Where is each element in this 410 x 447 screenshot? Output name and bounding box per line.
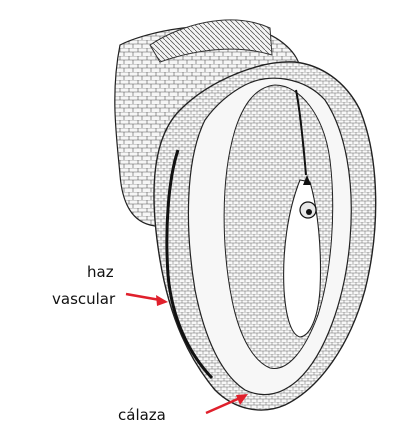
vascular-bundle-label-line1: haz bbox=[87, 265, 114, 280]
vascular-arrow-head bbox=[156, 295, 168, 306]
chalaza-arrow-line bbox=[206, 398, 240, 413]
chalaza-label: cálaza bbox=[118, 408, 166, 423]
vascular-arrow-line bbox=[126, 294, 160, 300]
vascular-bundle-label-line2: vascular bbox=[52, 292, 115, 307]
egg-nucleus bbox=[306, 209, 312, 215]
